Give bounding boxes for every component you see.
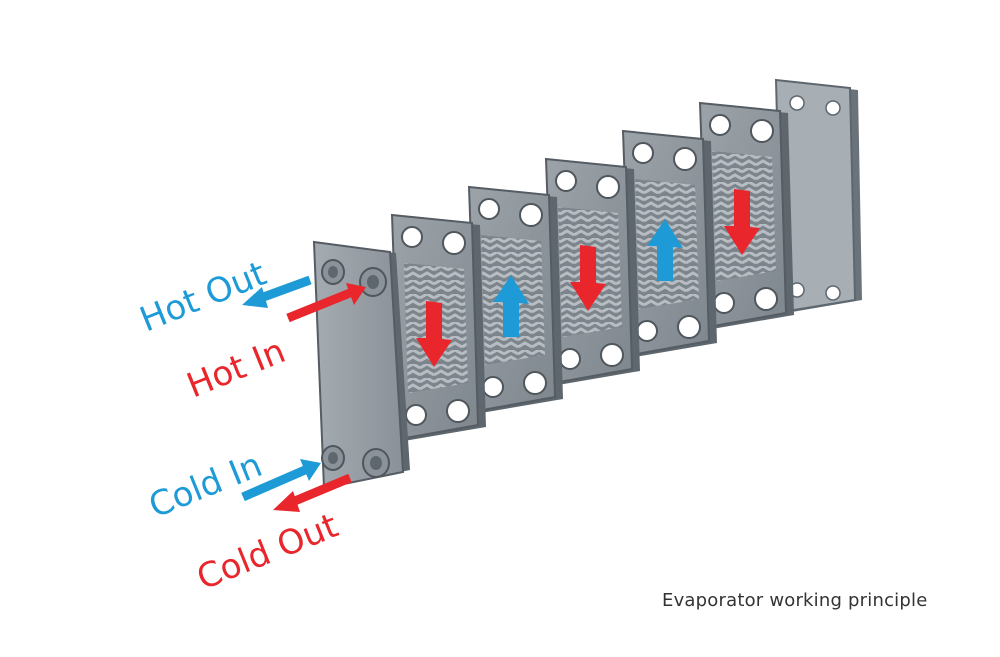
port-hole (601, 344, 623, 366)
port-hole (483, 377, 503, 397)
port-hole (597, 176, 619, 198)
port-hole (447, 400, 469, 422)
port-hole (443, 232, 465, 254)
hot-in-label: Hot In (181, 331, 291, 406)
hot-in-port (360, 268, 386, 296)
port-hole (755, 288, 777, 310)
port-hole (520, 204, 542, 226)
port-hole (633, 143, 653, 163)
hot-out-port (322, 260, 344, 284)
cold-out-port (363, 449, 389, 477)
cold-out-label: Cold Out (191, 506, 343, 599)
cold-in-port (322, 446, 344, 470)
hot-out-label: Hot Out (134, 254, 272, 341)
port-hole (710, 115, 730, 135)
port-hole (751, 120, 773, 142)
port-hole (674, 148, 696, 170)
port-hole (406, 405, 426, 425)
port-hole (402, 227, 422, 247)
plate-1 (392, 215, 486, 441)
port-hole (560, 349, 580, 369)
figure-caption: Evaporator working principle (662, 590, 927, 611)
port-hole (556, 171, 576, 191)
port-hole (479, 199, 499, 219)
port-hole (678, 316, 700, 338)
front-cover-plate (314, 242, 410, 488)
port-hole (524, 372, 546, 394)
cold-in-label: Cold In (143, 445, 267, 526)
port-hole (637, 321, 657, 341)
port-hole (714, 293, 734, 313)
